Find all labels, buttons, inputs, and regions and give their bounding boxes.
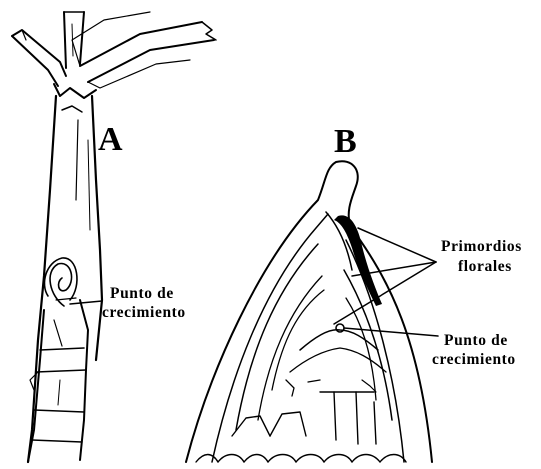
panel-a-right-branch bbox=[72, 12, 216, 88]
panel-b-primordia-label: Primordios florales bbox=[441, 238, 522, 275]
panel-a-label-line1: Punto de bbox=[110, 285, 174, 302]
panel-b-primordia-leaders bbox=[334, 228, 436, 324]
panel-a-label-line2: crecimiento bbox=[102, 304, 186, 321]
panel-b-letter: B bbox=[334, 123, 357, 160]
panel-b-growth-line1: Punto de bbox=[444, 332, 508, 349]
panel-a-growth-label: Punto de crecimiento bbox=[102, 285, 186, 321]
panel-a-main-stem bbox=[28, 96, 102, 462]
panel-b-floral-primordium bbox=[334, 215, 382, 306]
panel-a-node-joint bbox=[54, 84, 96, 98]
panel-b-growth-line2: crecimiento bbox=[432, 351, 516, 368]
panel-b-growth-label: Punto de crecimiento bbox=[432, 332, 516, 368]
panel-a-top-branch bbox=[64, 12, 84, 68]
panel-a-stem-base bbox=[28, 300, 88, 462]
panel-b-illustration bbox=[186, 161, 438, 462]
panel-a-left-branch bbox=[12, 30, 66, 86]
panel-a-illustration bbox=[12, 12, 216, 462]
panel-b-primordia-line2: florales bbox=[458, 258, 512, 275]
panel-a-growth-point bbox=[44, 258, 77, 306]
panel-a-label-leader bbox=[70, 301, 102, 304]
panel-b-primordia-line1: Primordios bbox=[441, 238, 522, 255]
panel-a-letter: A bbox=[98, 121, 123, 158]
